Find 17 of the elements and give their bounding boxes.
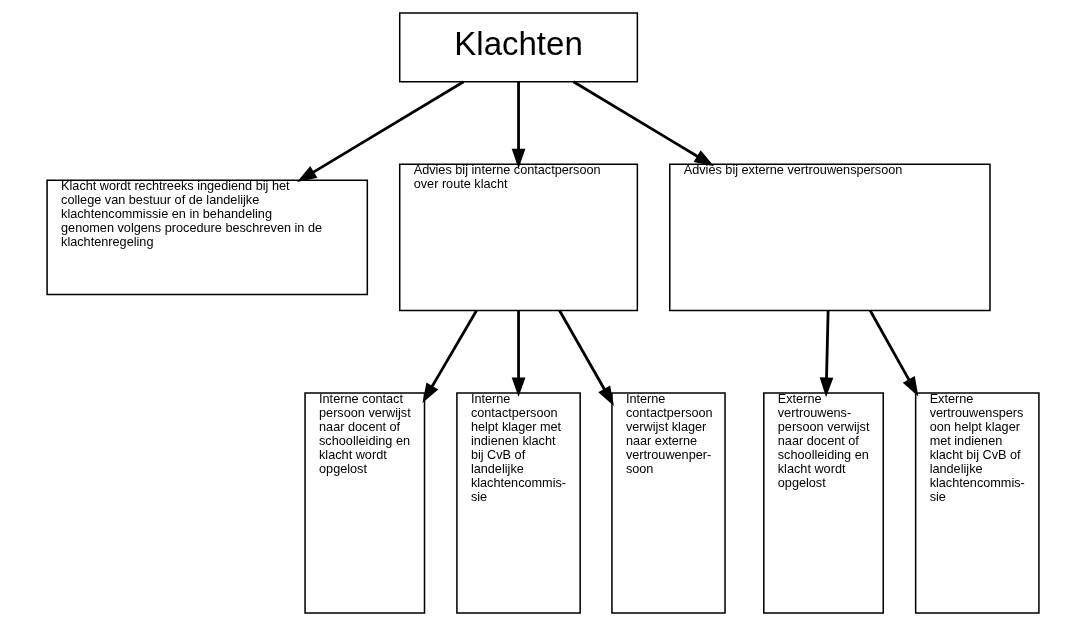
node-box: Interne contactpersoon helpt klager met indienen klacht bij CvB of landelijke klachtencommis- sie — [456, 392, 581, 614]
arrow — [511, 81, 526, 169]
arrow — [819, 310, 834, 398]
node-box: Externe vertrouwenspers oon helpt klager met indienen klacht bij CvB of landelijke klachtencommis- sie — [914, 392, 1040, 614]
node-box: Advies bij interne contactpersoon over route klacht — [398, 163, 639, 312]
arrow — [297, 80, 465, 183]
node-box: Advies bij externe vertrouwenspersoon — [669, 163, 991, 312]
node-box: Interne contact persoon verwijst naar docent of schoolleiding en klacht wordt opgelost — [304, 392, 426, 614]
node-box: Interne contactpersoon verwijst klager naar externe vertrouwenper- soon — [611, 392, 726, 614]
arrow — [511, 310, 526, 398]
node-box: Externe vertrouwens- persoon verwijst naar docent of schoolleiding en klacht wordt opgelost — [763, 392, 884, 614]
arrow — [572, 80, 714, 167]
node-box: Klacht wordt rechtreeks ingediend bij het college van bestuur of de landelijke klachtencommissie en in behandeling genomen volgens procedure beschreven in de klachtenregeling — [46, 179, 369, 296]
node-box: Klachten — [398, 12, 639, 83]
arrow — [422, 309, 478, 403]
arrow — [868, 309, 919, 397]
arrow — [558, 309, 614, 406]
